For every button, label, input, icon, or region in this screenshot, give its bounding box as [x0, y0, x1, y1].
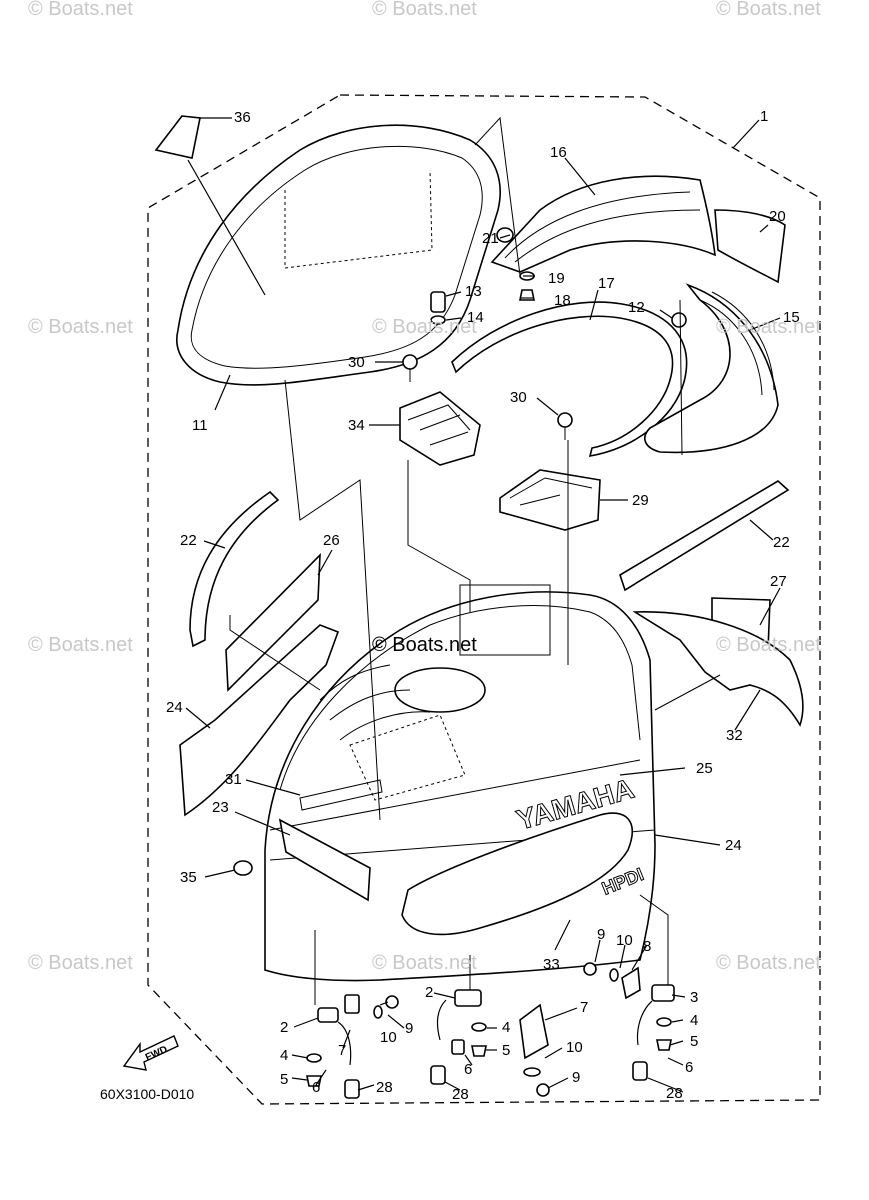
callout-5a: 5 — [690, 1033, 698, 1050]
callout-22b: 22 — [773, 534, 790, 551]
part-12-nut — [671, 312, 687, 328]
callout-9a: 9 — [597, 926, 605, 943]
callout-33: 33 — [543, 956, 560, 973]
part-30-screw-a — [402, 354, 418, 370]
callout-28a: 28 — [666, 1085, 683, 1102]
callout-29: 29 — [632, 492, 649, 509]
lower-mount-left — [306, 994, 399, 1099]
part-16-rear-bracket — [490, 175, 716, 273]
part-34-bracket — [399, 391, 481, 466]
callout-27: 27 — [770, 573, 787, 590]
callout-9b: 9 — [572, 1069, 580, 1086]
callout-19: 19 — [548, 270, 565, 287]
callout-8: 8 — [643, 938, 651, 955]
callout-2b: 2 — [280, 1019, 288, 1036]
callout-6b: 6 — [464, 1061, 472, 1078]
callout-10c: 10 — [380, 1029, 397, 1046]
part-17-seal — [451, 301, 688, 458]
callout-7a: 7 — [580, 999, 588, 1016]
watermark: © Boats.net — [372, 952, 477, 974]
part-33-decal — [401, 812, 633, 936]
watermark: © Boats.net — [716, 316, 821, 338]
lower-mount-right — [583, 962, 675, 1081]
part-30-screw-b — [557, 412, 573, 428]
assembly-boundary — [147, 94, 821, 1105]
watermark: © Boats.net — [28, 0, 133, 20]
callout-3: 3 — [690, 989, 698, 1006]
callout-16: 16 — [550, 144, 567, 161]
callout-31: 31 — [225, 771, 242, 788]
callout-22a: 22 — [180, 532, 197, 549]
callout-32: 32 — [726, 727, 743, 744]
callout-6c: 6 — [312, 1079, 320, 1096]
part-29-bracket — [499, 469, 601, 531]
callout-25: 25 — [696, 760, 713, 777]
callout-7b: 7 — [338, 1042, 346, 1059]
fwd-label: FWD — [144, 1044, 169, 1063]
part-23-badge — [278, 818, 371, 902]
callout-13: 13 — [465, 283, 482, 300]
callout-34: 34 — [348, 417, 365, 434]
callout-9c: 9 — [405, 1020, 413, 1037]
callout-10a: 10 — [616, 932, 633, 949]
assembly-lines — [229, 116, 721, 1005]
watermark: © Boats.net — [716, 0, 821, 20]
watermark: © Boats.net — [372, 316, 477, 338]
callout-24a: 24 — [166, 699, 183, 716]
part-21-bolt — [496, 227, 514, 243]
callout-28c: 28 — [376, 1079, 393, 1096]
callout-26: 26 — [323, 532, 340, 549]
part-36-decal — [154, 115, 201, 159]
watermark: © Boats.net — [28, 634, 133, 656]
part-24-left-panel — [179, 624, 340, 817]
callout-35: 35 — [180, 869, 197, 886]
callout-11: 11 — [192, 417, 208, 434]
part-22-seal-left — [189, 490, 280, 648]
watermark: © Boats.net — [716, 634, 821, 656]
leader-lines — [185, 117, 781, 1093]
part-22-seal-right — [619, 480, 790, 592]
part-32-right-panel — [632, 611, 804, 727]
part-13-collar — [430, 291, 446, 313]
watermark: © Boats.net — [716, 952, 821, 974]
part-11-top-cap — [176, 124, 501, 386]
callout-20: 20 — [769, 208, 786, 225]
callout-5c: 5 — [280, 1071, 288, 1088]
callout-12: 12 — [628, 299, 645, 316]
part-14-ring — [430, 315, 446, 325]
diagram-code: 60X3100-D010 — [100, 1086, 195, 1102]
callout-2a: 2 — [425, 984, 433, 1001]
callout-30b: 30 — [510, 389, 527, 406]
part-35-grommet — [233, 860, 253, 876]
part-26-decal — [225, 552, 321, 692]
callout-10b: 10 — [566, 1039, 583, 1056]
part-20-decal — [714, 209, 786, 284]
callout-5b: 5 — [502, 1042, 510, 1059]
watermark: © Boats.net — [28, 316, 133, 338]
callout-6a: 6 — [685, 1059, 693, 1076]
watermark: © Boats.net — [372, 0, 477, 20]
lower-mount-center — [430, 989, 550, 1097]
callout-17: 17 — [598, 275, 615, 292]
callout-24b: 24 — [725, 837, 742, 854]
callout-30a: 30 — [348, 354, 365, 371]
callout-numbers: 1 36 16 20 21 19 18 13 14 17 12 15 30 11… — [166, 108, 800, 1103]
callout-4c: 4 — [280, 1047, 288, 1064]
callout-14: 14 — [467, 309, 484, 326]
callout-1: 1 — [760, 108, 768, 125]
watermark: © Boats.net — [28, 952, 133, 974]
watermark: © Boats.net — [372, 634, 477, 656]
callout-4b: 4 — [502, 1019, 510, 1036]
callout-18: 18 — [554, 292, 571, 309]
forward-arrow-icon: FWD — [122, 1030, 182, 1077]
callout-15: 15 — [783, 309, 800, 326]
callout-23: 23 — [212, 799, 229, 816]
callout-28b: 28 — [452, 1086, 469, 1103]
callout-4a: 4 — [690, 1012, 698, 1029]
callout-21: 21 — [482, 230, 499, 247]
callout-36: 36 — [234, 109, 251, 126]
part-15-rear-frame — [644, 283, 779, 454]
